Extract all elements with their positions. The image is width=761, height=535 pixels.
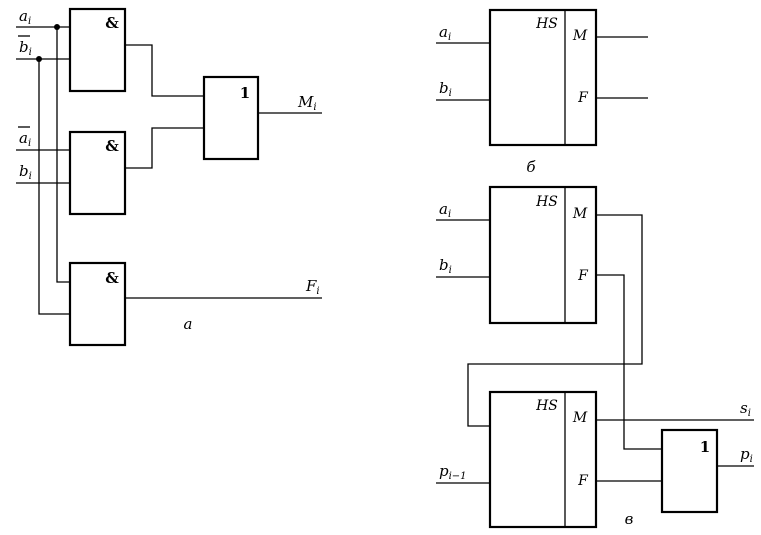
- and-gate-2-symbol: &: [105, 137, 119, 155]
- half-adder-b: [488, 8, 598, 147]
- wire-and1-to-or: [125, 44, 204, 97]
- half-adder-b-f: F: [577, 90, 589, 106]
- wire-bi-bar-tap: [38, 59, 70, 315]
- wire-and2-to-or: [125, 127, 204, 169]
- half-adder-2-f: F: [577, 473, 589, 489]
- and-gate-3-symbol: &: [105, 269, 119, 287]
- label-b-bi: bi: [439, 79, 452, 99]
- wire-hs1-m-to-hs2: [467, 214, 643, 427]
- label-fi: Fi: [305, 277, 320, 297]
- or-gate: [202, 75, 260, 161]
- or-gate-v: [660, 428, 719, 514]
- label-v-p: pi−1: [439, 462, 467, 482]
- and-gate-3: [68, 261, 127, 347]
- caption-b: б: [526, 158, 536, 176]
- junction-dot-1: [54, 24, 60, 30]
- circuit-a: & & & 1 ai bi ai bi Mi Fi а: [16, 7, 322, 347]
- and-gate-1: [68, 7, 127, 93]
- and-gate-2: [68, 130, 127, 216]
- circuit-b: HS M F ai bi б: [436, 8, 648, 176]
- or-gate-symbol: 1: [240, 84, 250, 102]
- half-adder-b-m: M: [572, 28, 588, 44]
- wire-hs1-f-to-or: [596, 274, 662, 450]
- and-gate-1-symbol: &: [105, 14, 119, 32]
- label-bi-bar-1: bi: [19, 38, 32, 58]
- label-si: si: [740, 399, 751, 419]
- half-adder-2-m: M: [572, 410, 588, 426]
- caption-v: в: [625, 510, 634, 528]
- half-adder-1-m: M: [572, 206, 588, 222]
- half-adder-2: [488, 390, 598, 529]
- label-pi: pi: [740, 445, 753, 465]
- wire-ai-tap: [56, 27, 70, 283]
- label-v-ai: ai: [439, 200, 451, 220]
- label-bi-2: bi: [19, 162, 32, 182]
- half-adder-1-f: F: [577, 268, 589, 284]
- label-v-bi: bi: [439, 256, 452, 276]
- half-adder-1: [488, 185, 598, 325]
- label-mi: Mi: [297, 93, 317, 113]
- or-gate-v-symbol: 1: [700, 438, 710, 456]
- caption-a: а: [184, 315, 193, 333]
- half-adder-2-label: HS: [535, 398, 558, 414]
- label-b-ai: ai: [439, 23, 451, 43]
- label-ai-bar-2: ai: [19, 129, 31, 149]
- label-ai-1: ai: [19, 7, 31, 27]
- half-adder-b-label: HS: [535, 16, 558, 32]
- circuit-v: HS M F ai bi HS M F pi−1 1 si pi в: [436, 185, 754, 529]
- junction-dot-2: [36, 56, 42, 62]
- half-adder-1-label: HS: [535, 194, 558, 210]
